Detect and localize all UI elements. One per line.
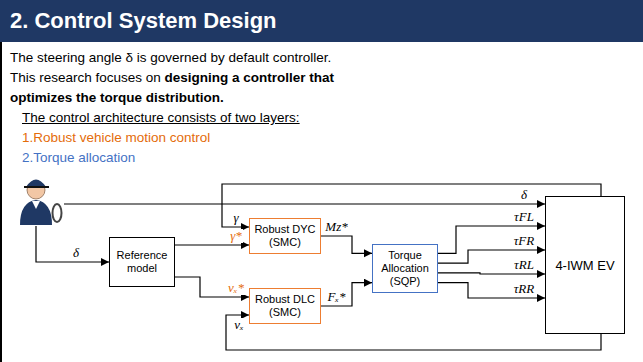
text-line: This research focuses ondesigning a cont… [10,68,390,108]
signal-label: τFR [513,234,536,248]
list-item: 2.Torque allocation [22,150,135,165]
box-label: 4-IWM EV [555,258,614,273]
signal-label: vₓ* [227,281,245,295]
vehicle-box: 4-IWM EV [545,196,625,334]
box-label: Robust DLC (SMC) [254,293,316,319]
steering-signal-line [64,203,545,204]
driver-collar [32,201,40,209]
model-box: Reference model [109,237,175,287]
list-item: 1.Robust vehicle motion control [22,130,210,145]
box-label: Robust DYC (SMC) [254,223,316,249]
signal-label: δ [520,188,528,202]
signal-label: δ [72,246,80,260]
signal-arrow [321,283,372,306]
signal-label: γ* [229,229,243,243]
text-line: The steering angle δ is governed by defa… [10,48,390,68]
signal-arrow [175,277,249,297]
text-line: The control architecture consists of two… [22,108,390,128]
box-label: Torque Allocation (SQP) [377,249,433,288]
slide-title: 2. Control System Design [10,7,277,35]
steering-wheel [53,204,62,222]
signal-label: γ [232,211,239,225]
signal-label: Fₓ* [326,290,346,304]
signal-arrow [321,236,372,253]
driver-body [20,200,52,225]
signal-arrow [438,283,545,298]
signal-label: vₓ [233,318,244,332]
text-line: 2.Torque allocation [22,148,390,168]
box-label: Reference model [114,249,170,275]
driver-icon [20,180,62,226]
text-block: The steering angle δ is governed by defa… [10,48,390,168]
signal-arrow [175,244,249,245]
text-line: 1.Robust vehicle motion control [22,128,390,148]
header-band [0,0,643,42]
signal-arrow [438,273,545,274]
body-text: The steering angle δ is governed by defa… [10,50,331,65]
controller-box: Robust DYC (SMC) [249,218,321,254]
signal-label: τFL [513,210,535,224]
controller-box: Robust DLC (SMC) [249,288,321,324]
allocation-box: Torque Allocation (SQP) [372,244,438,293]
section-heading: The control architecture consists of two… [22,110,300,125]
driver-cap [26,180,46,188]
signal-label: τRR [513,282,536,296]
body-text: This research focuses on [10,70,161,85]
steering-signal-line [36,226,109,262]
signal-label: Mz* [324,220,348,234]
left-rule [0,42,2,362]
driver-cap-visor [24,186,49,188]
signal-label: τRL [513,258,535,272]
signal-arrow [438,226,545,253]
